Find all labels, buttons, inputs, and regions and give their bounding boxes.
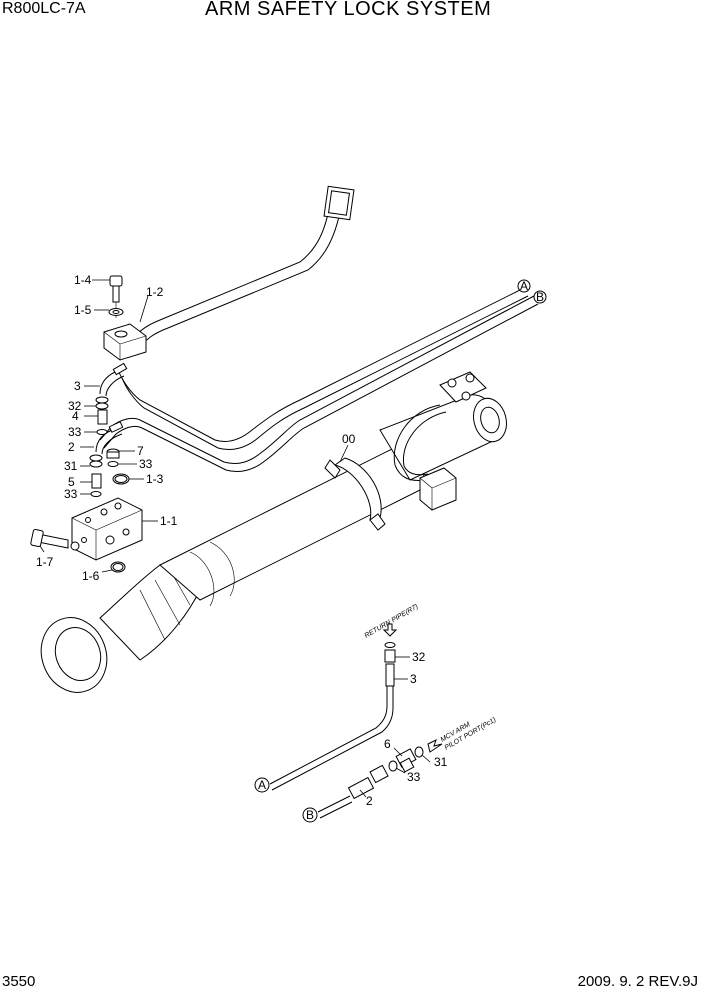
callout-7: 7: [137, 444, 144, 458]
callout-31-upper: 31: [64, 459, 78, 473]
callout-2-lower: 2: [366, 794, 373, 808]
callout-1-7: 1-7: [36, 555, 54, 569]
callout-33-c: 33: [64, 487, 78, 501]
o-ring-1-6: [110, 561, 126, 573]
callout-1-1: 1-1: [160, 514, 178, 528]
bolt-1-7: [30, 529, 80, 551]
callout-33-a: 33: [68, 425, 82, 439]
leader-lines: [39, 279, 431, 798]
fitting-stack-lower: [89, 454, 103, 497]
callout-32-upper: 32: [68, 399, 82, 413]
callout-1-6: 1-6: [82, 569, 100, 583]
callout-33-d: 33: [407, 770, 421, 784]
washer-1-5: [108, 308, 124, 316]
callout-1-5: 1-5: [74, 303, 92, 317]
callout-3-lower: 3: [410, 672, 417, 686]
callout-33-b: 33: [139, 457, 153, 471]
callout-5: 5: [68, 475, 75, 489]
callout-6: 6: [384, 737, 391, 751]
annotations: RETURN PIPE(R7) MCV ARM PILOT PORT(Pc1): [364, 603, 498, 751]
connector-B-bottom: B: [302, 807, 318, 823]
pipe-3-lower: [269, 642, 396, 791]
callout-2-upper: 2: [68, 440, 75, 454]
callout-1-2: 1-2: [146, 285, 164, 299]
callout-1-4: 1-4: [74, 273, 92, 287]
connector-A-bottom: A: [254, 777, 270, 793]
page-title: ARM SAFETY LOCK SYSTEM: [205, 0, 492, 20]
callout-31-lower: 31: [434, 755, 448, 769]
callout-labels: 1-4 1-5 1-2 3 32 4 33 2 7 33 31 1-3 5 33…: [36, 273, 448, 808]
connector-A-bottom-label: A: [258, 778, 266, 792]
fitting-stack-upper: [95, 396, 109, 435]
revision-date: 2009. 9. 2 REV.9J: [577, 973, 698, 990]
pipe-2-upper: [95, 421, 124, 455]
o-ring-1-3: [112, 473, 130, 485]
arm-cylinder-00: [40, 371, 507, 693]
valve-block-1-1: [71, 497, 143, 561]
callout-1-3: 1-3: [146, 472, 164, 486]
return-pipe-arrow: [382, 623, 398, 637]
connector-B-bottom-label: B: [306, 808, 314, 822]
connector-B-top: B: [533, 290, 547, 304]
page-number: 3550: [2, 973, 36, 990]
callout-32-lower: 32: [412, 650, 426, 664]
callout-00: 00: [342, 432, 356, 446]
hose-B: [99, 295, 539, 473]
callout-3-upper: 3: [74, 379, 81, 393]
pipe-1-2: [134, 185, 355, 346]
tee-6-lower: [395, 739, 443, 773]
connector-B-top-label: B: [536, 290, 544, 304]
pipe-3-upper: [99, 362, 128, 397]
hose-A: [117, 287, 529, 451]
connector-A-top: A: [517, 279, 531, 293]
hose-2-lower: [317, 760, 398, 819]
plug-7: [106, 448, 120, 467]
callout-4: 4: [72, 409, 79, 423]
upper-block: [103, 323, 147, 361]
bolt-1-4: [109, 275, 123, 318]
connector-A-top-label: A: [520, 279, 528, 293]
model-number: R800LC-7A: [2, 0, 86, 17]
